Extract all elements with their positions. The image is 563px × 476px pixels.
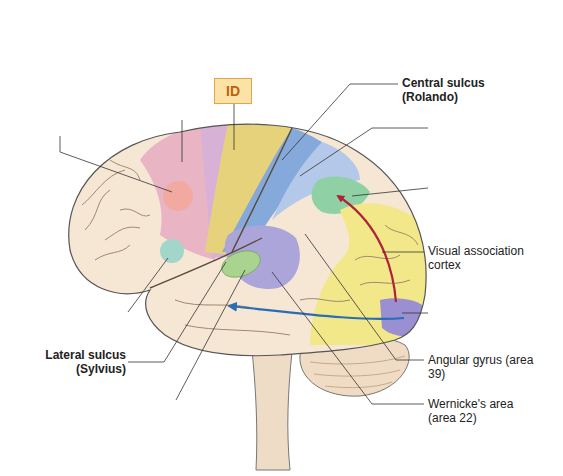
label-box: ID: [214, 78, 252, 104]
central-sulcus: [232, 128, 292, 252]
anatomy-label: Wernicke's area (area 22): [428, 397, 538, 425]
leader-line: [300, 128, 428, 176]
anatomy-label: Lateral sulcus (Sylvius): [12, 348, 126, 376]
ventral-pathway-arrow: [230, 306, 404, 319]
frontal-eye-field: [163, 181, 193, 211]
lateral-sulcus: [150, 238, 262, 288]
leader-line: [272, 272, 424, 404]
cerebellum-folia: [310, 356, 405, 388]
leader-line: [382, 252, 424, 253]
leader-line: [60, 136, 172, 192]
gyrus-line: [105, 209, 150, 240]
visual-cortex: [380, 298, 432, 336]
leader-line: [176, 270, 245, 400]
leader-line: [305, 234, 424, 360]
leader-line: [402, 313, 428, 314]
anatomy-label: Visual association cortex: [428, 244, 553, 272]
gyri-lines: [82, 160, 418, 335]
leader-line: [234, 104, 235, 150]
leader-line: [282, 84, 398, 160]
broca-area: [160, 239, 184, 263]
leader-line: [352, 188, 428, 196]
brain-outline: [69, 124, 426, 356]
dorsal-pathway-arrow: [338, 196, 396, 302]
anatomy-label: Angular gyrus (area 39): [428, 353, 538, 381]
brainstem: [252, 350, 292, 470]
leader-line: [182, 120, 183, 162]
cortical-areas: [140, 121, 440, 345]
anatomy-label: Central sulcus (Rolando): [402, 76, 512, 104]
leader-line: [128, 262, 226, 362]
box-label: ID: [226, 83, 240, 99]
visual-association-area: [310, 203, 440, 345]
leader-line: [128, 258, 168, 312]
